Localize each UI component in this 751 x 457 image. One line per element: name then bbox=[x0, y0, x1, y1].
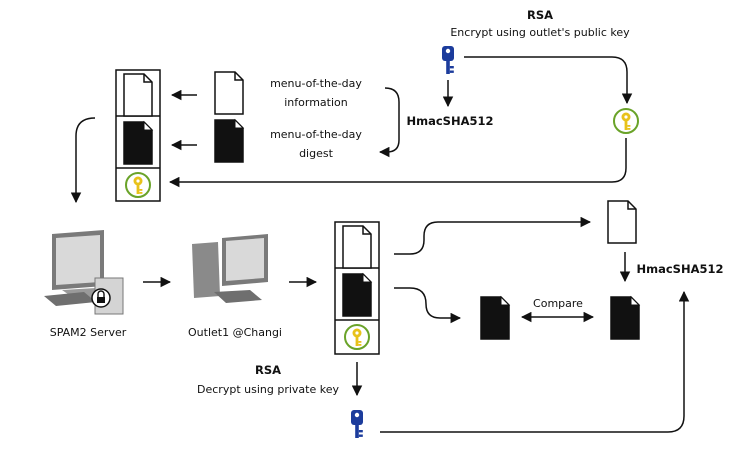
info-label-line2: information bbox=[284, 96, 348, 109]
received-digest-icon bbox=[342, 273, 372, 317]
encrypted-key-icon bbox=[613, 108, 639, 134]
package-encrypted-key-icon bbox=[125, 172, 151, 198]
computed-digest-icon bbox=[610, 296, 640, 340]
public-key-icon bbox=[442, 46, 454, 74]
rsa-decrypt-caption: Decrypt using private key bbox=[197, 383, 339, 396]
received-digest-compare-icon bbox=[480, 296, 510, 340]
package-digest-icon bbox=[123, 121, 153, 165]
arrow-encrypted-key-to-package bbox=[168, 138, 627, 188]
info-label-line1: menu-of-the-day bbox=[270, 77, 362, 90]
arrow-hmac-info-to-digest bbox=[378, 87, 400, 158]
rsa-encrypt-caption: Encrypt using outlet's public key bbox=[450, 26, 630, 39]
received-encrypted-key-icon bbox=[344, 324, 370, 350]
extracted-document-icon bbox=[607, 200, 637, 244]
arrow-package-to-server bbox=[70, 117, 96, 204]
digest-label-line1: menu-of-the-day bbox=[270, 128, 362, 141]
digest-label-line2: digest bbox=[299, 147, 333, 160]
outlet-computer-icon bbox=[192, 234, 268, 303]
arrow-key-to-encrypted-key bbox=[464, 56, 633, 105]
hmac-top-label: HmacSHA512 bbox=[406, 114, 494, 128]
private-key-icon bbox=[351, 410, 363, 438]
arrow-package-to-digest bbox=[394, 287, 462, 324]
received-document-icon bbox=[342, 225, 372, 269]
outlet-label: Outlet1 @Changi bbox=[188, 326, 282, 339]
rsa-encrypt-title: RSA bbox=[526, 8, 554, 22]
arrow-package-to-document bbox=[394, 216, 592, 255]
hmac-bottom-label: HmacSHA512 bbox=[636, 262, 724, 276]
lock-icon bbox=[91, 288, 111, 308]
server-label: SPAM2 Server bbox=[49, 326, 127, 339]
rsa-decrypt-title: RSA bbox=[254, 363, 282, 377]
compare-label: Compare bbox=[533, 297, 583, 310]
arrow-private-key-to-hmac bbox=[380, 290, 690, 433]
digest-document-icon bbox=[214, 119, 244, 163]
package-document-icon bbox=[123, 73, 153, 117]
info-document-icon bbox=[214, 71, 244, 115]
server-computer-icon bbox=[44, 230, 124, 315]
